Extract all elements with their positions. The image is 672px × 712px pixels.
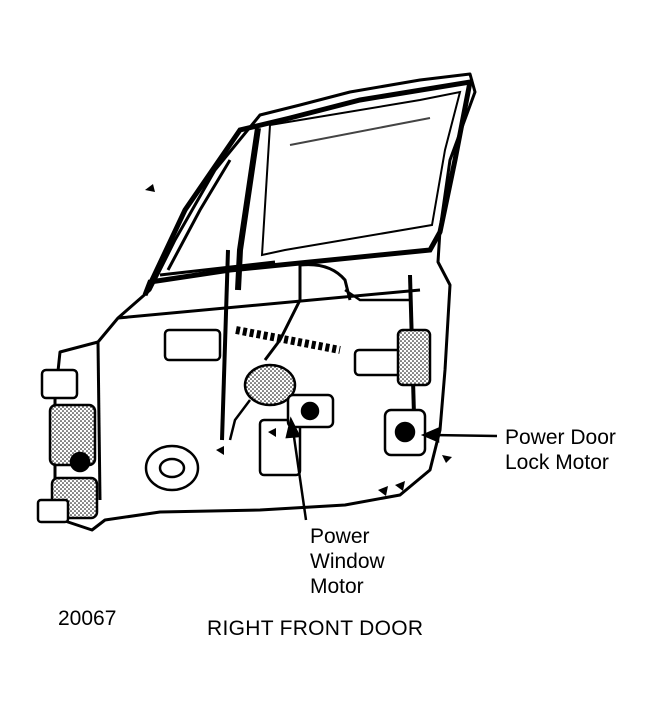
fastener-arrows [145,184,452,496]
lock-motor-assembly [344,288,432,457]
figure-caption: RIGHT FRONT DOOR [207,617,424,640]
lock-label-line-1: Power Door [505,426,616,449]
figure-number: 20067 [58,607,117,630]
window-motor-assembly [228,363,335,441]
window-label-line-2: Window [310,550,385,573]
window-label-line-1: Power [310,525,370,548]
lock-label-line-2: Lock Motor [505,451,609,474]
callout-leaders [285,416,498,521]
door-shell [53,72,477,532]
window-frame [142,78,474,297]
door-hinges [36,368,99,524]
window-label-line-3: Motor [310,575,364,598]
power-door-lock-motor-label: Power Door Lock Motor [505,425,616,475]
power-window-motor-label: Power Window Motor [310,524,385,599]
